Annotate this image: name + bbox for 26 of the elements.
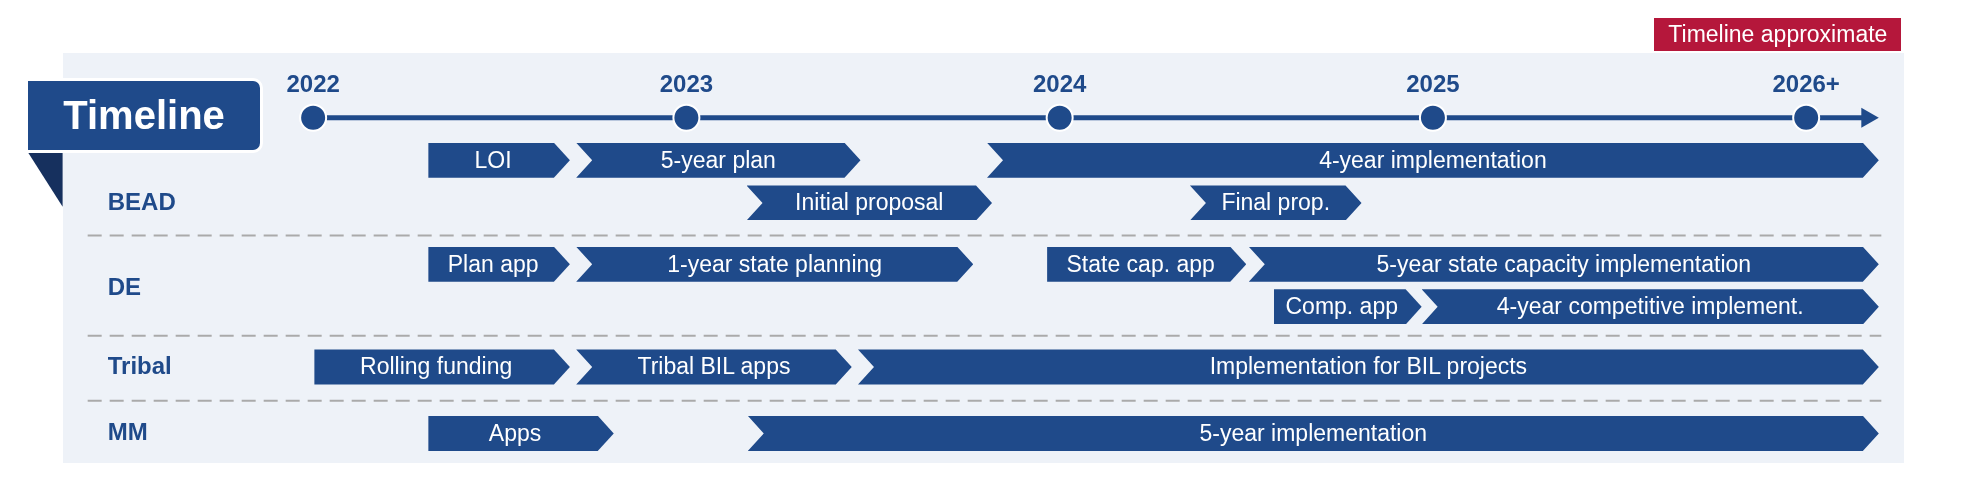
year-label: 2023 bbox=[659, 70, 714, 99]
year-label: 2022 bbox=[286, 70, 340, 99]
phase-bar: Initial proposal bbox=[746, 185, 992, 221]
phase-bar: State cap. app bbox=[1047, 246, 1247, 282]
year-label: 2024 bbox=[1032, 70, 1087, 99]
phase-bar: 4-year implementation bbox=[987, 142, 1879, 178]
row-label: BEAD bbox=[107, 187, 176, 216]
phase-bar: Final prop. bbox=[1189, 185, 1362, 221]
phase-bar: Comp. app bbox=[1273, 289, 1422, 325]
phase-bar: 4-year competitive implement. bbox=[1421, 289, 1879, 325]
row-label: DE bbox=[107, 273, 142, 302]
phase-bar: 1-year state planning bbox=[576, 246, 974, 282]
phase-bar: Apps bbox=[428, 415, 614, 451]
year-label: 2026+ bbox=[1772, 70, 1840, 99]
phase-bar: 5-year state capacity implementation bbox=[1248, 246, 1879, 282]
phase-bar: LOI bbox=[428, 142, 570, 178]
title-banner: Timeline bbox=[25, 77, 264, 153]
year-label: 2025 bbox=[1406, 70, 1460, 99]
row-label: Tribal bbox=[107, 352, 172, 380]
row-label: MM bbox=[107, 418, 148, 447]
phase-bar: Tribal BIL apps bbox=[576, 349, 852, 385]
phase-bar: 5-year implementation bbox=[747, 415, 1879, 451]
phase-bar: Implementation for BIL projects bbox=[858, 349, 1879, 385]
note-tag: Timeline approximate bbox=[1654, 17, 1902, 51]
phase-bar: Plan app bbox=[428, 246, 570, 282]
phase-bar: Rolling funding bbox=[314, 349, 570, 385]
